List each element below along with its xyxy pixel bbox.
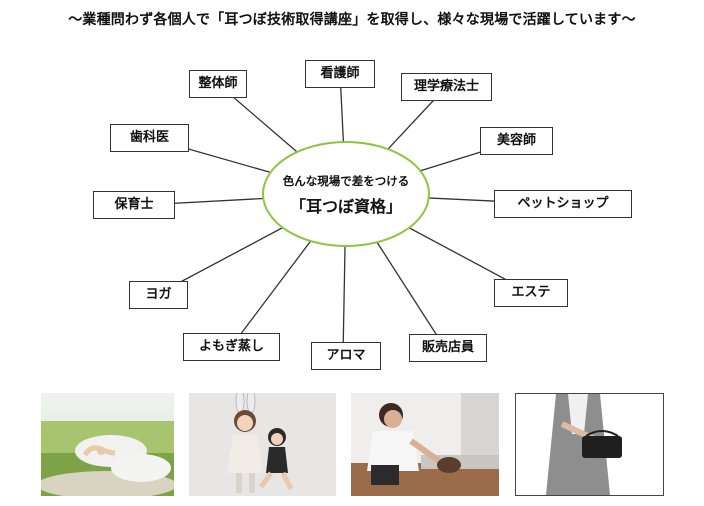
node-petshop: ペットショップ: [494, 190, 632, 218]
yoga-meditation-photo: [41, 393, 174, 496]
node-kangoshi: 看護師: [305, 60, 375, 88]
node-hanbai-tenin: 販売店員: [409, 334, 487, 362]
children-costume-photo: [189, 393, 336, 496]
salesperson-photo: [515, 393, 664, 496]
node-yoga: ヨガ: [129, 281, 188, 309]
node-hoikushi: 保育士: [93, 191, 175, 219]
node-yomogi-mushi: よもぎ蒸し: [183, 333, 280, 361]
node-shikai: 歯科医: [110, 124, 189, 152]
node-rigaku-ryouhoushi: 理学療法士: [401, 73, 492, 101]
node-aroma: アロマ: [311, 342, 381, 370]
node-biyoushi: 美容師: [480, 127, 553, 155]
ear-treatment-photo: [351, 393, 499, 496]
hub-subtitle: 色んな現場で差をつける: [282, 174, 410, 188]
hub-title: 「耳つぼ資格」: [289, 197, 402, 216]
node-esute: エステ: [494, 279, 568, 307]
hub-ellipse: 色んな現場で差をつける 「耳つぼ資格」: [262, 141, 430, 247]
node-seitaishi: 整体師: [189, 70, 247, 98]
headline: 〜業種問わず各個人で「耳つぼ技術取得講座」を取得し、様々な現場で活躍しています〜: [68, 12, 636, 28]
